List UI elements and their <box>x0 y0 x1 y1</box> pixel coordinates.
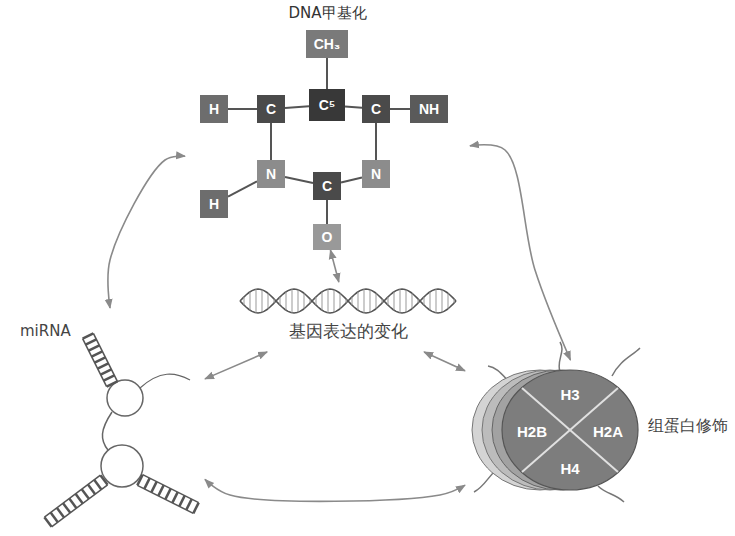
atom-symbol: N <box>371 166 381 182</box>
atom-box: O <box>313 224 341 250</box>
relation-arrow <box>424 352 465 371</box>
atom-symbol: NH <box>419 101 439 117</box>
chemical-bond <box>285 106 309 108</box>
atom-symbol: C <box>322 178 332 194</box>
chemical-bond <box>345 106 362 107</box>
group-label: DNA甲基化 <box>185 4 470 23</box>
atom-box: C <box>362 95 390 123</box>
concept-group: 基因表达的变化 <box>238 282 458 352</box>
chemical-bond <box>270 123 272 160</box>
relation-arrow <box>205 352 267 379</box>
atom-box: N <box>362 160 390 188</box>
dna-helix <box>240 289 456 313</box>
nucleosome <box>472 342 640 502</box>
relation-arrow <box>205 479 465 501</box>
relation-arrow <box>330 250 338 282</box>
concept-group: DNA甲基化CH₃HCC⁵CNHNNHCO <box>185 2 470 256</box>
group-label: 基因表达的变化 <box>238 320 458 343</box>
chemical-bond <box>326 200 328 224</box>
atom-box: CH₃ <box>306 30 348 58</box>
atom-box: NH <box>410 95 448 123</box>
atom-symbol: C <box>266 101 276 117</box>
atom-box: C <box>313 172 341 200</box>
histone-subunit: H3 <box>560 386 579 403</box>
atom-symbol: H <box>209 196 219 212</box>
atom-box: H <box>200 95 228 123</box>
atom-box: N <box>257 160 285 188</box>
histone-subunit: H4 <box>560 460 579 477</box>
atom-symbol: CH₃ <box>314 36 341 52</box>
atom-box: C⁵ <box>309 89 345 121</box>
chemical-bond <box>228 108 257 110</box>
chemical-bond <box>341 177 362 182</box>
atom-symbol: H <box>209 101 219 117</box>
atom-box: C <box>257 95 285 123</box>
relation-arrow <box>470 145 570 360</box>
chemical-bond <box>390 108 410 110</box>
chemical-bond <box>285 177 313 183</box>
atom-symbol: O <box>322 229 333 245</box>
histone-subunit: H2A <box>593 423 623 440</box>
mirna-hairpins <box>44 333 198 526</box>
atom-symbol: N <box>266 166 276 182</box>
chemical-bond <box>326 58 328 89</box>
histone-subunit: H2B <box>517 423 547 440</box>
relation-arrow <box>108 156 185 308</box>
concept-group: miRNA <box>15 308 205 532</box>
group-label: miRNA <box>20 322 71 340</box>
chemical-bond <box>375 123 377 160</box>
atom-symbol: C <box>371 101 381 117</box>
atom-symbol: C⁵ <box>319 97 336 113</box>
group-label: 组蛋白修饰 <box>648 416 728 437</box>
atom-box: H <box>200 190 228 218</box>
chemical-bond <box>228 181 257 196</box>
